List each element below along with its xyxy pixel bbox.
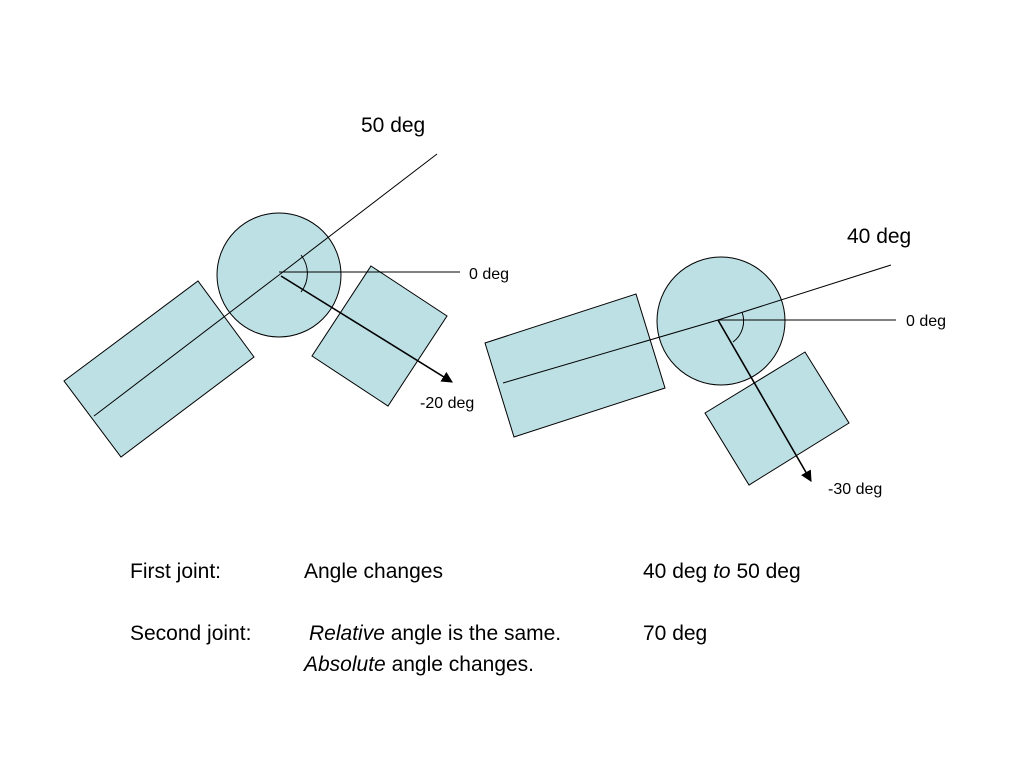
right-relative-angle-label: -30 deg — [828, 481, 882, 498]
left-absolute-angle-ray — [278, 153, 438, 276]
right-angle-arc — [732, 311, 745, 343]
first-joint-value-end: 50 deg — [736, 560, 801, 583]
second-joint-label: Second joint: — [130, 622, 252, 645]
first-joint-label: First joint: — [130, 560, 222, 583]
right-upper-arm-axis-line — [502, 319, 719, 384]
first-joint-value-to: to — [713, 560, 731, 583]
left-zero-label: 0 deg — [469, 266, 509, 283]
left-angle-arc — [300, 254, 308, 293]
second-joint-value: 70 deg — [643, 622, 708, 645]
second-joint-description-line2: Absolute angle changes. — [304, 654, 534, 675]
second-joint-description: Relative angle is the same. — [309, 623, 561, 644]
right-absolute-angle-ray — [717, 264, 892, 321]
left-upper-arm-rectangle — [63, 280, 255, 458]
right-relative-angle-arrow — [717, 319, 812, 482]
right-forearm-rectangle — [704, 351, 850, 486]
second-joint-desc-emphasis: Relative — [309, 622, 385, 645]
right-joint-circle — [656, 256, 786, 386]
first-joint-description: Angle changes — [304, 560, 443, 583]
first-joint-value: 40 deg to 50 deg — [643, 561, 801, 582]
right-absolute-angle-label: 40 deg — [847, 225, 911, 248]
second-joint-desc2-emphasis: Absolute — [304, 653, 386, 676]
second-joint-desc2-rest: angle changes. — [385, 653, 535, 676]
right-zero-label: 0 deg — [906, 313, 946, 330]
left-absolute-angle-label: 50 deg — [361, 114, 425, 137]
right-arm-configuration: 40 deg 0 deg -30 deg — [484, 225, 946, 498]
left-relative-angle-label: -20 deg — [420, 395, 474, 412]
second-joint-desc-rest: angle is the same. — [384, 622, 562, 645]
left-arm-configuration: 50 deg 0 deg -20 deg — [63, 114, 509, 458]
first-joint-value-start: 40 deg — [643, 560, 708, 583]
right-upper-arm-rectangle — [484, 293, 666, 438]
left-relative-angle-arrow — [280, 275, 453, 383]
left-forearm-rectangle — [311, 265, 448, 407]
left-upper-arm-axis-line — [93, 274, 280, 417]
